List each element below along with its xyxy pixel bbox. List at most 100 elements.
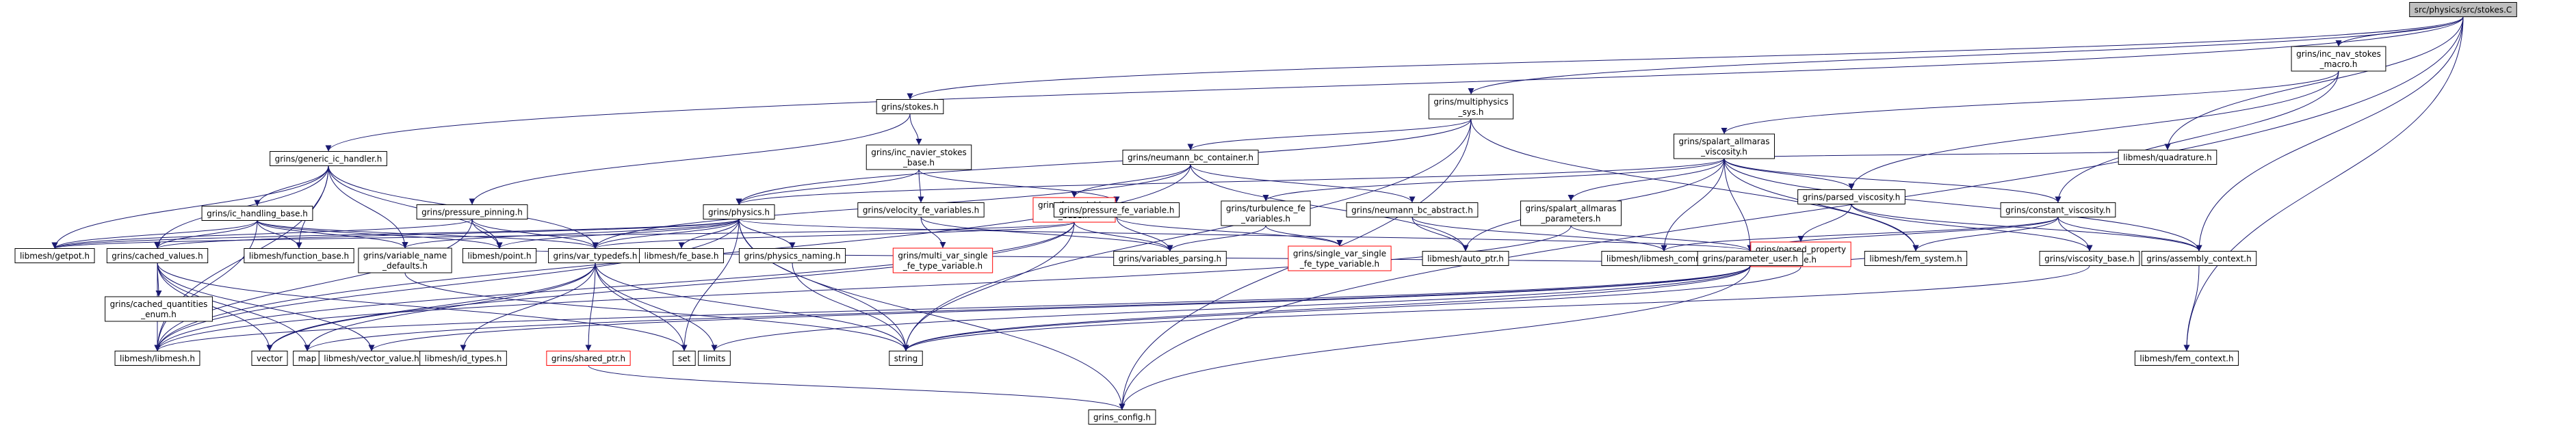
node-assembly-context[interactable]: grins/assembly_context.h	[2141, 251, 2257, 266]
dependency-edge	[1190, 164, 1416, 203]
node-parsed-visc[interactable]: grins/parsed_viscosity.h	[1797, 189, 1905, 204]
node-set[interactable]: set	[673, 351, 696, 366]
node-grins-config[interactable]: grins_config.h	[1088, 410, 1156, 425]
dependency-edge	[1723, 158, 1919, 252]
node-variable-name-defaults[interactable]: grins/variable_name_defaults.h	[358, 247, 452, 273]
node-fem-context[interactable]: libmesh/fem_context.h	[2134, 351, 2239, 366]
node-cached-values[interactable]: grins/cached_values.h	[106, 248, 209, 263]
node-shared-ptr[interactable]: grins/shared_ptr.h	[546, 351, 631, 366]
node-label: vector	[257, 354, 283, 364]
edge-spalart_params-to-parameter_user	[1570, 225, 1754, 252]
node-label: _enum.h	[140, 310, 177, 319]
node-box	[1113, 251, 1227, 266]
node-spalart-visc[interactable]: grins/spalart_allmaras_viscosity.h	[1674, 133, 1775, 159]
node-parameter-user[interactable]: grins/parameter_user.h	[1697, 251, 1804, 266]
dependency-edge	[2335, 16, 2464, 47]
dependency-edge	[496, 219, 740, 249]
node-single-var-single[interactable]: grins/single_var_single_fe_type_variable…	[1288, 245, 1392, 271]
edge-multiphysics_sys-to-neumann_container	[1187, 118, 1472, 150]
node-box	[2291, 46, 2386, 72]
dependency-edge	[1723, 158, 2202, 252]
node-libmesh-common[interactable]: libmesh/libmesh_common.h	[1601, 251, 1727, 266]
node-pressure-pinning[interactable]: grins/pressure_pinning.h	[416, 204, 528, 219]
node-point-h[interactable]: libmesh/point.h	[462, 248, 537, 263]
node-box	[244, 248, 354, 263]
node-auto-ptr[interactable]: libmesh/auto_ptr.h	[1422, 251, 1509, 266]
node-var-typedefs[interactable]: grins/var_typedefs.h	[548, 248, 642, 263]
node-label: libmesh/libmesh_common.h	[1606, 254, 1721, 264]
node-physics-naming[interactable]: grins/physics_naming.h	[738, 248, 846, 263]
node-fe-base[interactable]: libmesh/fe_base.h	[639, 248, 724, 263]
node-label: libmesh/fe_base.h	[645, 252, 719, 261]
node-quadrature[interactable]: libmesh/quadrature.h	[2118, 150, 2217, 165]
node-getpot[interactable]: libmesh/getpot.h	[14, 248, 95, 263]
node-physics-h[interactable]: grins/physics.h	[703, 204, 775, 219]
edge-inc_ns_base-to-pressure_fe	[918, 169, 1120, 203]
edge-velocity_fe-to-variables_parsing	[920, 217, 1173, 252]
edge-physics_h-to-set	[681, 219, 740, 351]
node-velocity-fe[interactable]: grins/velocity_fe_variables.h	[857, 202, 985, 217]
node-cached-quantities-enum[interactable]: grins/cached_quantities_enum.h	[105, 296, 213, 322]
node-pressure-fe[interactable]: grins/pressure_fe_variable.h	[1053, 202, 1180, 217]
edge-var_typedefs-to-shared_ptr	[585, 263, 596, 351]
node-vector-value[interactable]: libmesh/vector_value.h	[318, 351, 425, 366]
node-box	[2118, 150, 2217, 165]
node-multi-var-single[interactable]: grins/multi_var_single_fe_type_variable.…	[892, 247, 993, 273]
node-inc-ns-macro[interactable]: grins/inc_nav_stokes_macro.h	[2291, 46, 2386, 72]
node-label: libmesh/libmesh.h	[120, 354, 195, 364]
node-string[interactable]: string	[889, 351, 923, 366]
dependency-edge	[51, 220, 258, 249]
node-id-types[interactable]: libmesh/id_types.h	[419, 351, 507, 366]
node-label: grins/constant_viscosity.h	[2005, 206, 2111, 215]
node-box	[1428, 94, 1514, 120]
node-neumann-container[interactable]: grins/neumann_bc_container.h	[1122, 150, 1259, 165]
node-stokes-h[interactable]: grins/stokes.h	[876, 99, 944, 114]
node-constant-visc[interactable]: grins/constant_viscosity.h	[2000, 202, 2116, 217]
edge-spalart_visc-to-parsed_visc	[1723, 158, 1855, 190]
node-box	[114, 351, 200, 366]
node-label: grins/spalart_allmaras	[1526, 204, 1617, 213]
edge-turbulence_fe-to-variables_parsing	[1167, 225, 1266, 252]
node-label: libmesh/fem_system.h	[1869, 254, 1962, 264]
dependency-edge	[154, 225, 1572, 351]
edge-physics_h-to-getpot	[51, 219, 740, 249]
edge-var_typedefs-to-string	[595, 263, 909, 351]
node-libmesh-h[interactable]: libmesh/libmesh.h	[114, 351, 200, 366]
node-map[interactable]: map	[293, 351, 322, 366]
dependency-edge	[920, 217, 1173, 252]
node-variables-parsing[interactable]: grins/variables_parsing.h	[1113, 251, 1227, 266]
node-function-base[interactable]: libmesh/function_base.h	[244, 248, 354, 263]
node-spalart-params[interactable]: grins/spalart_allmaras_parameters.h	[1520, 200, 1622, 226]
node-label: _defaults.h	[382, 261, 428, 271]
node-ic-handling[interactable]: grins/ic_handling_base.h	[201, 206, 313, 221]
dependency-edge	[1797, 204, 1852, 243]
node-box	[419, 351, 507, 366]
dependency-edge	[154, 220, 258, 249]
node-label: grins/generic_ic_handler.h	[275, 155, 382, 164]
dependency-edge	[471, 219, 599, 249]
edge-ic_handling-to-libmesh_h	[154, 220, 258, 351]
node-box	[462, 248, 537, 263]
node-box	[866, 144, 972, 170]
node-label: libmesh/point.h	[467, 252, 531, 261]
node-vector[interactable]: vector	[251, 351, 288, 366]
edge-neumann_container-to-neumann_abstract	[1190, 164, 1416, 203]
node-viscosity-base[interactable]: grins/viscosity_base.h	[2039, 251, 2140, 266]
node-multiphysics-sys[interactable]: grins/multiphysics_sys.h	[1428, 94, 1514, 120]
node-label: grins/pressure_pinning.h	[421, 208, 523, 217]
edge-var_typedefs-to-limits	[595, 263, 718, 351]
node-turbulence-fe[interactable]: grins/turbulence_fe_variables.h	[1221, 200, 1311, 226]
edge-viscosity_base-to-string	[902, 265, 2090, 351]
node-generic-ic[interactable]: grins/generic_ic_handler.h	[270, 151, 387, 166]
node-label: grins/neumann_bc_container.h	[1128, 153, 1253, 163]
dependency-edge	[902, 266, 1801, 351]
node-box	[698, 351, 731, 366]
node-neumann-abstract[interactable]: grins/neumann_bc_abstract.h	[1346, 202, 1479, 217]
node-limits[interactable]: limits	[698, 351, 731, 366]
edge-multiphysics_sys-to-physics_h	[736, 118, 1472, 205]
node-inc-ns-base[interactable]: grins/inc_navier_stokes_base.h	[866, 144, 972, 170]
edge-inc_ns_base-to-velocity_fe	[918, 169, 924, 203]
edge-generic_ic-to-point_h	[328, 165, 503, 249]
dependency-edge	[257, 220, 302, 249]
node-fem-system[interactable]: libmesh/fem_system.h	[1864, 251, 1968, 266]
